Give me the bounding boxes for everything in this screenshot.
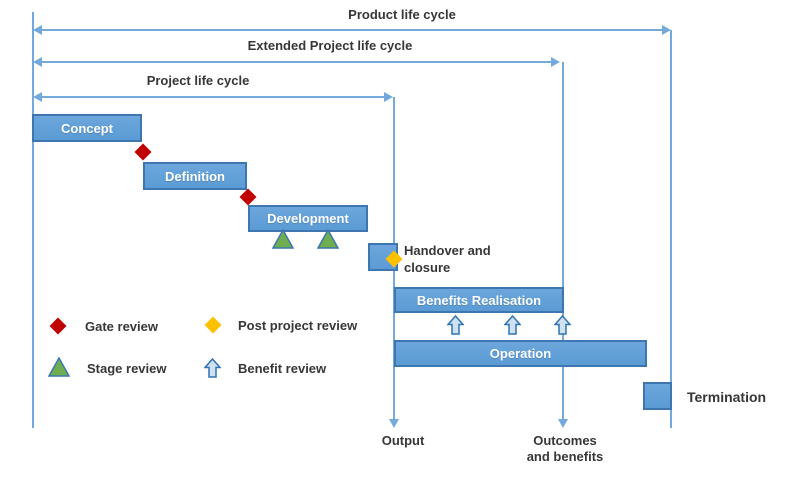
arrowhead-right-icon bbox=[662, 25, 671, 35]
phase-box-operation: Operation bbox=[394, 340, 647, 367]
handover-closure-label: Handover and closure bbox=[404, 243, 491, 275]
gate-review-diamond-icon bbox=[134, 143, 152, 161]
outcomes-benefits-label: Outcomes and benefits bbox=[526, 433, 604, 464]
arrowhead-down-icon bbox=[389, 419, 399, 428]
legend-post-project-review-label: Post project review bbox=[238, 318, 358, 333]
benefit-review-arrow-icon bbox=[504, 315, 521, 335]
stage-review-triangle-icon bbox=[272, 229, 294, 249]
arrowhead-left-icon bbox=[33, 25, 42, 35]
arrowhead-down-icon bbox=[558, 419, 568, 428]
legend-stage-review-label: Stage review bbox=[87, 361, 167, 376]
termination-boundary-line bbox=[670, 30, 672, 428]
gate-review-diamond-icon bbox=[239, 188, 257, 206]
stage-review-triangle-icon bbox=[317, 229, 339, 249]
legend-gate-review-label: Gate review bbox=[85, 319, 158, 334]
project-life-cycle-line bbox=[36, 96, 386, 98]
post-project-review-diamond-icon bbox=[204, 316, 222, 334]
phase-box-termination bbox=[643, 382, 672, 410]
benefit-review-arrow-icon bbox=[204, 358, 221, 378]
extended-project-life-cycle-line bbox=[36, 61, 553, 63]
output-label: Output bbox=[381, 433, 425, 448]
stage-review-triangle-icon bbox=[48, 357, 70, 377]
start-boundary-line bbox=[32, 12, 34, 428]
product-life-cycle-line bbox=[36, 29, 664, 31]
product-life-cycle-label: Product life cycle bbox=[348, 7, 456, 22]
arrowhead-left-icon bbox=[33, 92, 42, 102]
outcomes-boundary-line bbox=[562, 62, 564, 420]
termination-label: Termination bbox=[687, 389, 767, 405]
project-life-cycle-label: Project life cycle bbox=[146, 73, 250, 88]
legend-benefit-review-label: Benefit review bbox=[238, 361, 327, 376]
gate-review-diamond-icon bbox=[49, 317, 67, 335]
extended-project-life-cycle-label: Extended Project life cycle bbox=[247, 38, 413, 53]
arrowhead-left-icon bbox=[33, 57, 42, 67]
phase-box-definition: Definition bbox=[143, 162, 247, 190]
phase-box-development: Development bbox=[248, 205, 368, 232]
benefit-review-arrow-icon bbox=[554, 315, 571, 335]
phase-box-benefits-realisation: Benefits Realisation bbox=[394, 287, 564, 313]
phase-box-concept: Concept bbox=[32, 114, 142, 142]
arrowhead-right-icon bbox=[551, 57, 560, 67]
arrowhead-right-icon bbox=[384, 92, 393, 102]
benefit-review-arrow-icon bbox=[447, 315, 464, 335]
